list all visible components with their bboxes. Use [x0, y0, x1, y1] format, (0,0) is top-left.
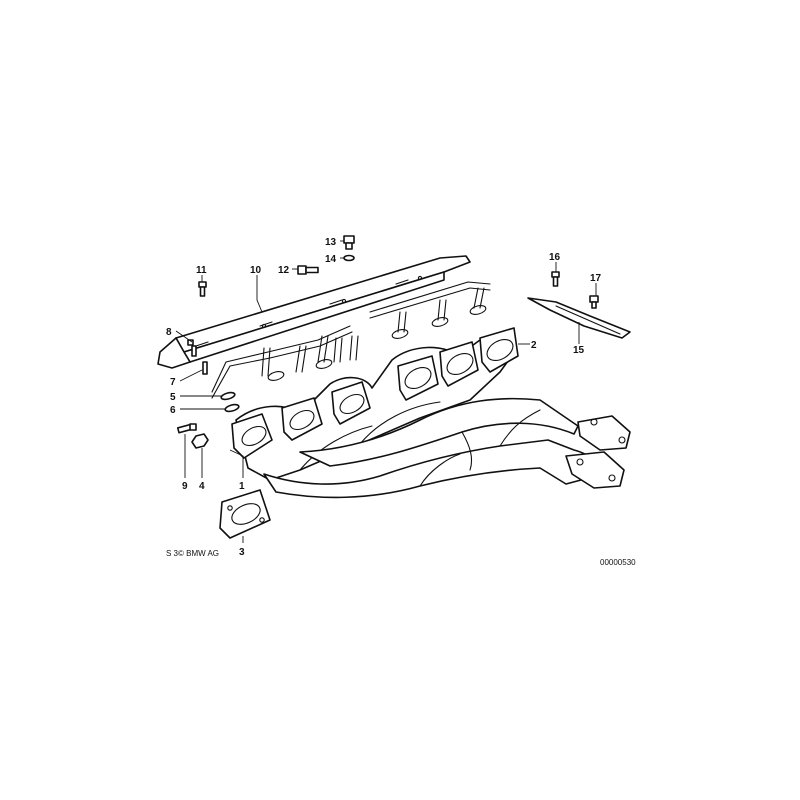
callout-12: 12 — [278, 265, 290, 276]
image-number: 00000530 — [600, 558, 636, 567]
stud-7 — [202, 361, 208, 375]
leader-lines — [175, 240, 597, 543]
callout-14: 14 — [325, 254, 337, 265]
bolt-16 — [551, 271, 560, 287]
callout-6: 6 — [170, 405, 176, 416]
callout-15: 15 — [573, 345, 585, 356]
copyright-mark: S 3© BMW AG — [166, 549, 219, 558]
air-pipework — [211, 281, 491, 399]
callout-17: 17 — [590, 273, 602, 284]
callout-9: 9 — [182, 481, 188, 492]
bolt-11 — [198, 281, 207, 297]
exhaust-manifold — [231, 327, 631, 499]
callout-16: 16 — [549, 252, 561, 263]
small-heat-shield — [527, 297, 631, 339]
nut-4 — [191, 433, 209, 449]
callout-labels: 1 2 3 4 5 6 7 8 9 10 11 12 13 14 15 16 1… — [166, 237, 602, 558]
callout-13: 13 — [325, 237, 337, 248]
callout-1: 1 — [239, 481, 245, 492]
callout-11: 11 — [196, 265, 207, 276]
gasket-6 — [224, 403, 240, 413]
gasket-5 — [220, 391, 236, 401]
stud-8 — [187, 339, 197, 357]
gasket — [219, 489, 271, 539]
bolt-12 — [297, 265, 319, 275]
washer-14 — [343, 254, 355, 262]
plug-13 — [343, 235, 355, 250]
callout-2: 2 — [531, 340, 537, 351]
callout-4: 4 — [199, 481, 205, 492]
bolt-17 — [589, 295, 599, 309]
callout-10: 10 — [250, 265, 262, 276]
callout-8: 8 — [166, 327, 172, 338]
heat-shield — [157, 255, 471, 369]
callout-3: 3 — [239, 547, 245, 558]
callout-7: 7 — [170, 377, 176, 388]
stud-9 — [176, 423, 197, 434]
callout-5: 5 — [170, 392, 176, 403]
